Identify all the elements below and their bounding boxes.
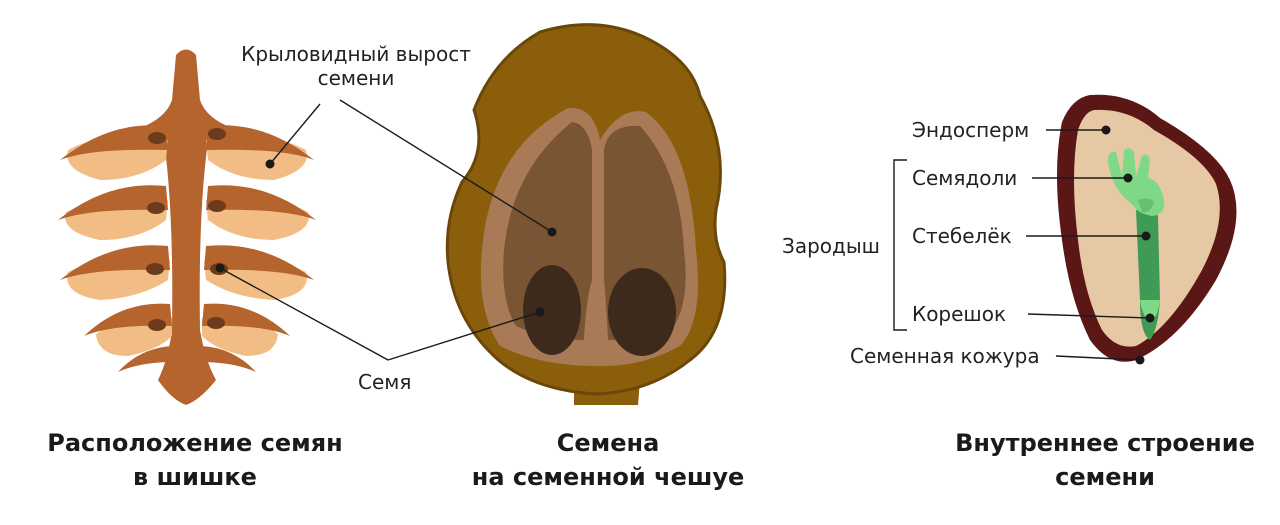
scale-arm-right-5	[200, 346, 256, 372]
embryo-label: Зародыш	[782, 234, 880, 258]
scale-seed	[608, 268, 676, 356]
scale-arm-left-1	[60, 125, 168, 160]
leader-dot	[215, 263, 225, 273]
leader-dot	[1135, 355, 1145, 365]
scale-arm-right-1	[206, 125, 314, 160]
embryo-bracket	[893, 159, 907, 331]
cone-seed-dot	[147, 202, 165, 214]
seed-label: Семя	[358, 370, 412, 394]
leader-dot	[265, 159, 275, 169]
cone-seed-dot	[146, 263, 164, 275]
leader-dot	[547, 227, 557, 237]
cotyledons-label: Семядоли	[912, 166, 1018, 190]
cone-seed-dot	[148, 319, 166, 331]
cone-seed-dot	[207, 317, 225, 329]
caption-cone-line2: в шишке	[133, 463, 257, 491]
leader-dot	[1101, 125, 1111, 135]
seed-structure-illustration	[1057, 94, 1237, 362]
leader-dot	[1145, 313, 1155, 323]
leader-lines	[219, 99, 1151, 361]
caption-cone-line1: Расположение семян	[47, 429, 343, 457]
stem-label: Стебелёк	[912, 224, 1012, 248]
leader-wing-cone	[269, 103, 321, 165]
caption-scale: Семена на семенной чешуе	[458, 426, 758, 494]
scale-arm-left-2	[58, 185, 168, 220]
cone-seed-dot	[148, 132, 166, 144]
scale-arm-right-3	[204, 245, 314, 280]
leader-seed-cone	[219, 267, 389, 361]
scale-arm-right-4	[202, 303, 290, 336]
leader-dots	[215, 125, 1155, 365]
scale-seed	[523, 265, 581, 355]
caption-seed-line2: семени	[1055, 463, 1155, 491]
leader-dot	[535, 307, 545, 317]
coat-label: Семенная кожура	[850, 344, 1040, 368]
cone-seed-dot	[208, 200, 226, 212]
wing-label: Крыловидный вырост семени	[216, 42, 496, 90]
leader-wing-scale	[339, 99, 553, 233]
caption-seed: Внутреннее строение семени	[940, 426, 1270, 494]
leader-dot	[1123, 173, 1133, 183]
cone-seed-dot	[208, 128, 226, 140]
leader-dot	[1141, 231, 1151, 241]
scale-arm-left-3	[60, 245, 170, 280]
embryo-cotyledons	[1108, 148, 1165, 216]
embryo-cotyledons-shade	[1138, 198, 1154, 213]
leader-root	[1027, 313, 1151, 319]
wing-label-line1: Крыловидный вырост	[241, 42, 471, 66]
scale-arm-left-4	[84, 303, 172, 336]
leader-seed-scale	[387, 311, 541, 361]
seed-scale-illustration	[445, 23, 727, 405]
cone-illustration	[58, 49, 316, 405]
endosperm-label: Эндосперм	[912, 118, 1030, 142]
scale-arm-right-2	[206, 185, 316, 220]
leader-coat	[1055, 355, 1141, 361]
caption-scale-line2: на семенной чешуе	[471, 463, 745, 491]
caption-seed-line1: Внутреннее строение	[955, 429, 1255, 457]
cone-axis	[140, 49, 232, 405]
embryo-root-tip	[1140, 300, 1160, 322]
caption-cone: Расположение семян в шишке	[40, 426, 350, 494]
root-label: Корешок	[912, 302, 1007, 326]
caption-scale-line1: Семена	[556, 429, 660, 457]
wing-label-line2: семени	[317, 66, 395, 90]
scale-arm-left-5	[118, 346, 174, 372]
